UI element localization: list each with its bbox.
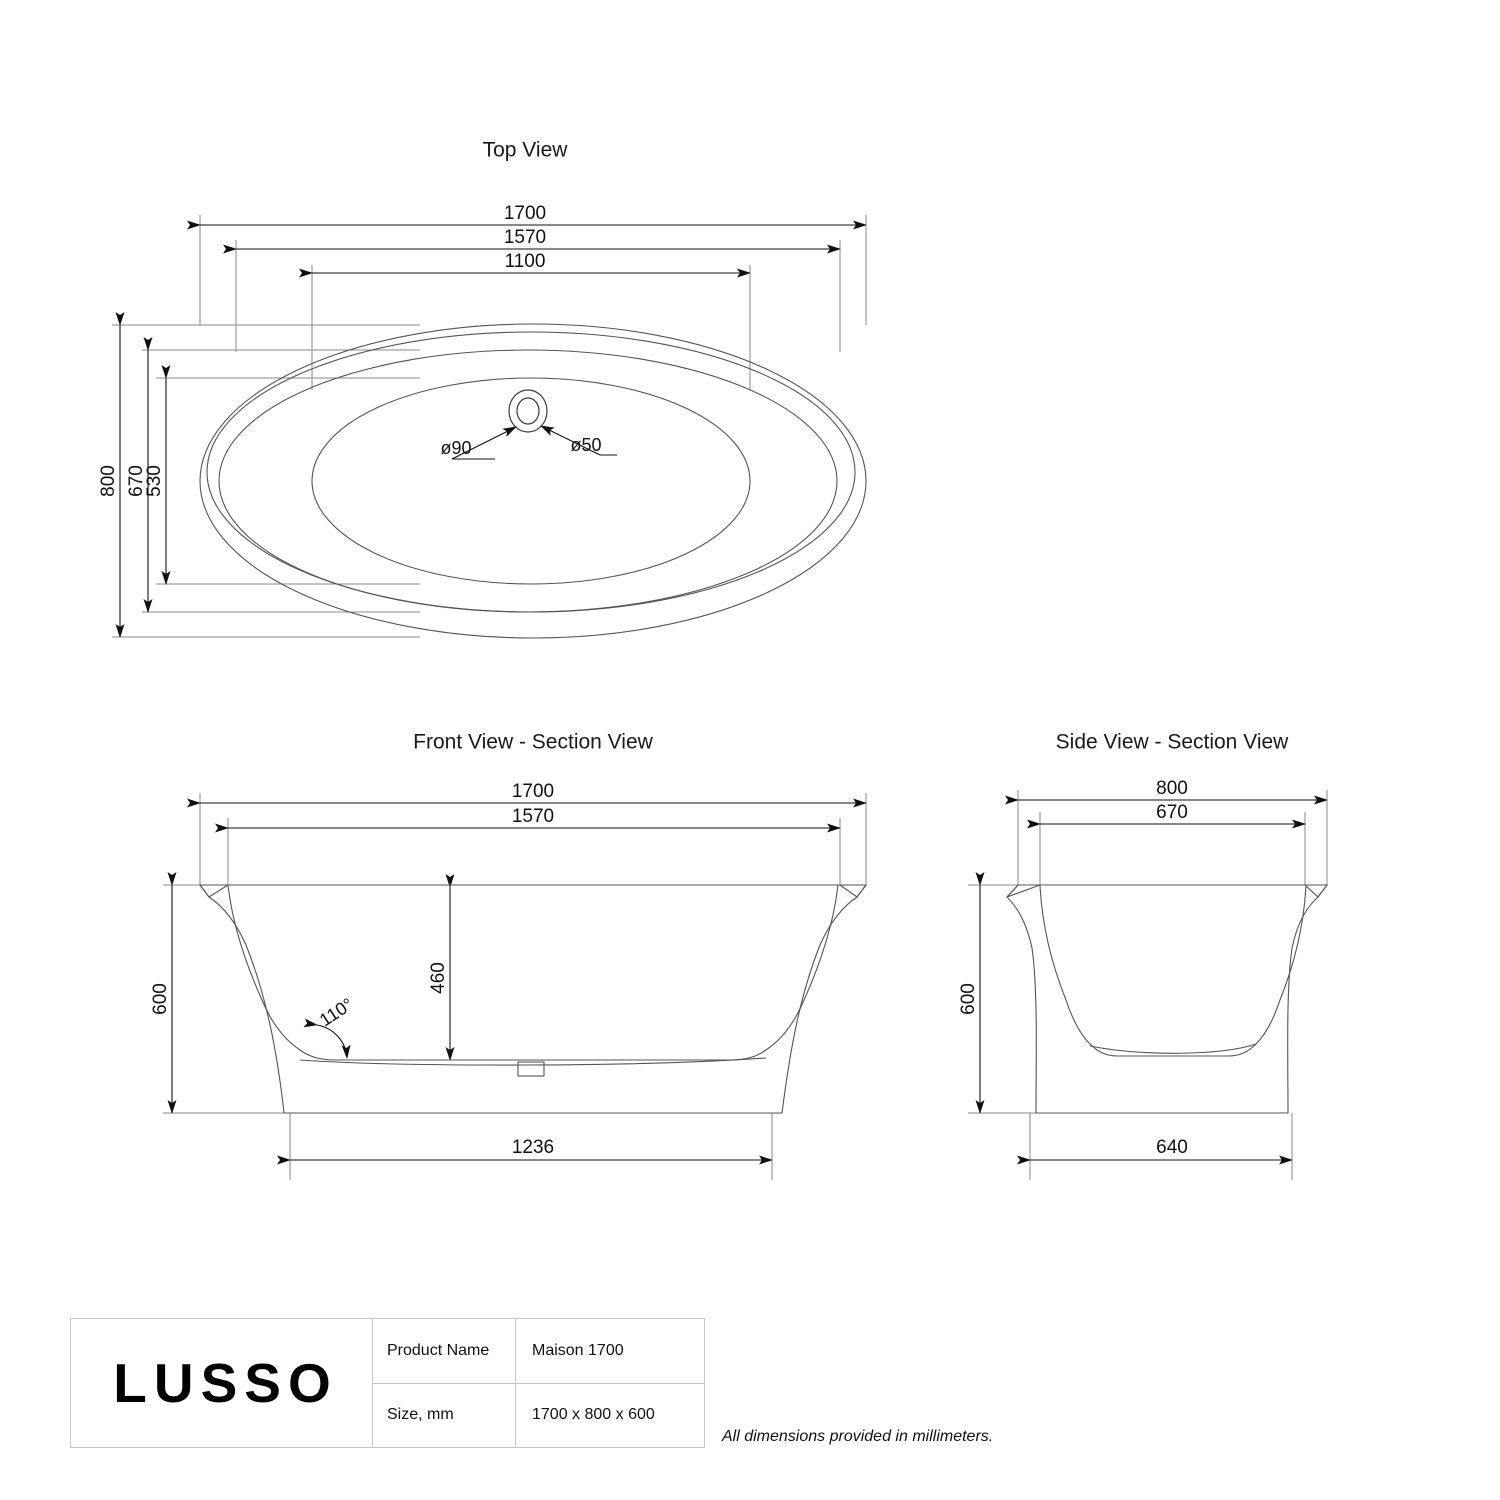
- plan-ellipse-outer-rim: [199, 323, 867, 639]
- side-bowl-floor-line: [1089, 1043, 1257, 1054]
- front-angle-callout-110: 110°: [303, 994, 357, 1059]
- front-angle-110-label: 110°: [316, 994, 357, 1030]
- size-key: Size, mm: [373, 1383, 516, 1447]
- brand-logo: LUSSO: [113, 1351, 338, 1414]
- plan-ellipse-bowl-top: [218, 349, 838, 613]
- title-block-row-size: Size, mm 1700 x 800 x 600: [373, 1383, 704, 1447]
- bath-side-section: [1006, 884, 1329, 1114]
- waste-outer-circle: [508, 389, 548, 433]
- top-view-group: Top View 1700: [98, 139, 867, 639]
- title-block-rows: Product Name Maison 1700 Size, mm 1700 x…: [373, 1319, 704, 1447]
- side-dim-600: 600: [958, 872, 985, 1114]
- brand-logo-cell: LUSSO: [71, 1319, 373, 1447]
- waste-callout-o90: ø90: [440, 426, 517, 460]
- front-view-group: Front View - Section View 1700 1570: [150, 731, 868, 1180]
- waste-inner-circle: [516, 397, 540, 425]
- bath-front-section: [198, 884, 868, 1114]
- top-view-title: Top View: [483, 139, 569, 162]
- front-dim-460-label: 460: [428, 962, 449, 994]
- title-block-row-product: Product Name Maison 1700: [373, 1319, 704, 1384]
- waste-callout-o50-label: ø50: [570, 435, 601, 455]
- front-dim-1570-label: 1570: [512, 806, 554, 827]
- top-dim-670-label: 670: [126, 465, 147, 497]
- front-dim-1700-label: 1700: [512, 781, 554, 802]
- side-dim-640-label: 640: [1156, 1137, 1188, 1158]
- side-rim-chamfer-left: [1006, 884, 1041, 898]
- front-view-extension-lines: [163, 793, 867, 1180]
- front-outer-silhouette: [198, 884, 868, 1114]
- front-dim-1236-label: 1236: [512, 1137, 554, 1158]
- front-dim-600-label: 600: [150, 983, 171, 1015]
- front-dim-1236: 1236: [277, 1137, 773, 1165]
- side-view-title: Side View - Section View: [1056, 731, 1290, 754]
- side-dim-800-label: 800: [1156, 778, 1188, 799]
- size-value: 1700 x 800 x 600: [532, 1406, 655, 1424]
- side-inner-bowl-wall: [1039, 884, 1307, 1057]
- side-view-extension-lines: [968, 790, 1328, 1180]
- front-inner-bowl-wall: [227, 884, 839, 1061]
- title-block: LUSSO Product Name Maison 1700 Size, mm …: [70, 1318, 705, 1448]
- front-waste-outlet: [517, 1061, 545, 1077]
- front-view-title: Front View - Section View: [413, 731, 653, 754]
- front-rim-chamfer-right: [839, 884, 867, 898]
- top-dim-670: 670: [126, 337, 153, 613]
- top-dim-800-label: 800: [98, 465, 119, 497]
- product-name-value: Maison 1700: [532, 1341, 624, 1359]
- front-dim-1700: 1700: [187, 781, 867, 808]
- top-dim-1100-label: 1100: [505, 251, 546, 272]
- waste-outlet-plan: [508, 389, 548, 433]
- product-name-key: Product Name: [373, 1319, 516, 1383]
- front-dim-600: 600: [150, 872, 177, 1114]
- side-outer-silhouette: [1006, 884, 1329, 1114]
- top-dim-800: 800: [98, 312, 125, 638]
- top-dim-1570-label: 1570: [504, 227, 546, 248]
- top-dim-530: 530: [144, 365, 171, 585]
- top-dim-1700-label: 1700: [504, 203, 546, 224]
- top-dim-1100: 1100: [299, 251, 751, 278]
- front-bowl-floor-line: [299, 1057, 767, 1066]
- plan-ellipse-rim-inner: [206, 331, 856, 613]
- top-dim-1700: 1700: [187, 203, 867, 230]
- front-dim-460: 460: [428, 874, 455, 1061]
- front-rim-chamfer-left: [199, 884, 229, 898]
- side-dim-670-label: 670: [1156, 802, 1188, 823]
- bath-plan-outline: [199, 323, 867, 639]
- units-note: All dimensions provided in millimeters.: [722, 1428, 994, 1445]
- side-view-group: Side View - Section View 800 670: [958, 731, 1329, 1180]
- top-dim-530-label: 530: [144, 465, 165, 497]
- top-view-extension-lines: [199, 215, 867, 390]
- front-dim-1570: 1570: [215, 806, 841, 833]
- side-dim-800: 800: [1005, 778, 1328, 805]
- side-rim-chamfer-right: [1304, 884, 1328, 898]
- side-dim-640: 640: [1017, 1137, 1293, 1165]
- side-dim-600-label: 600: [958, 983, 979, 1015]
- side-dim-670: 670: [1027, 802, 1306, 829]
- waste-callout-o50: ø50: [540, 425, 617, 456]
- plan-ellipse-bowl-floor: [311, 377, 751, 585]
- waste-callout-o90-label: ø90: [440, 438, 471, 458]
- top-dim-1570: 1570: [223, 227, 841, 254]
